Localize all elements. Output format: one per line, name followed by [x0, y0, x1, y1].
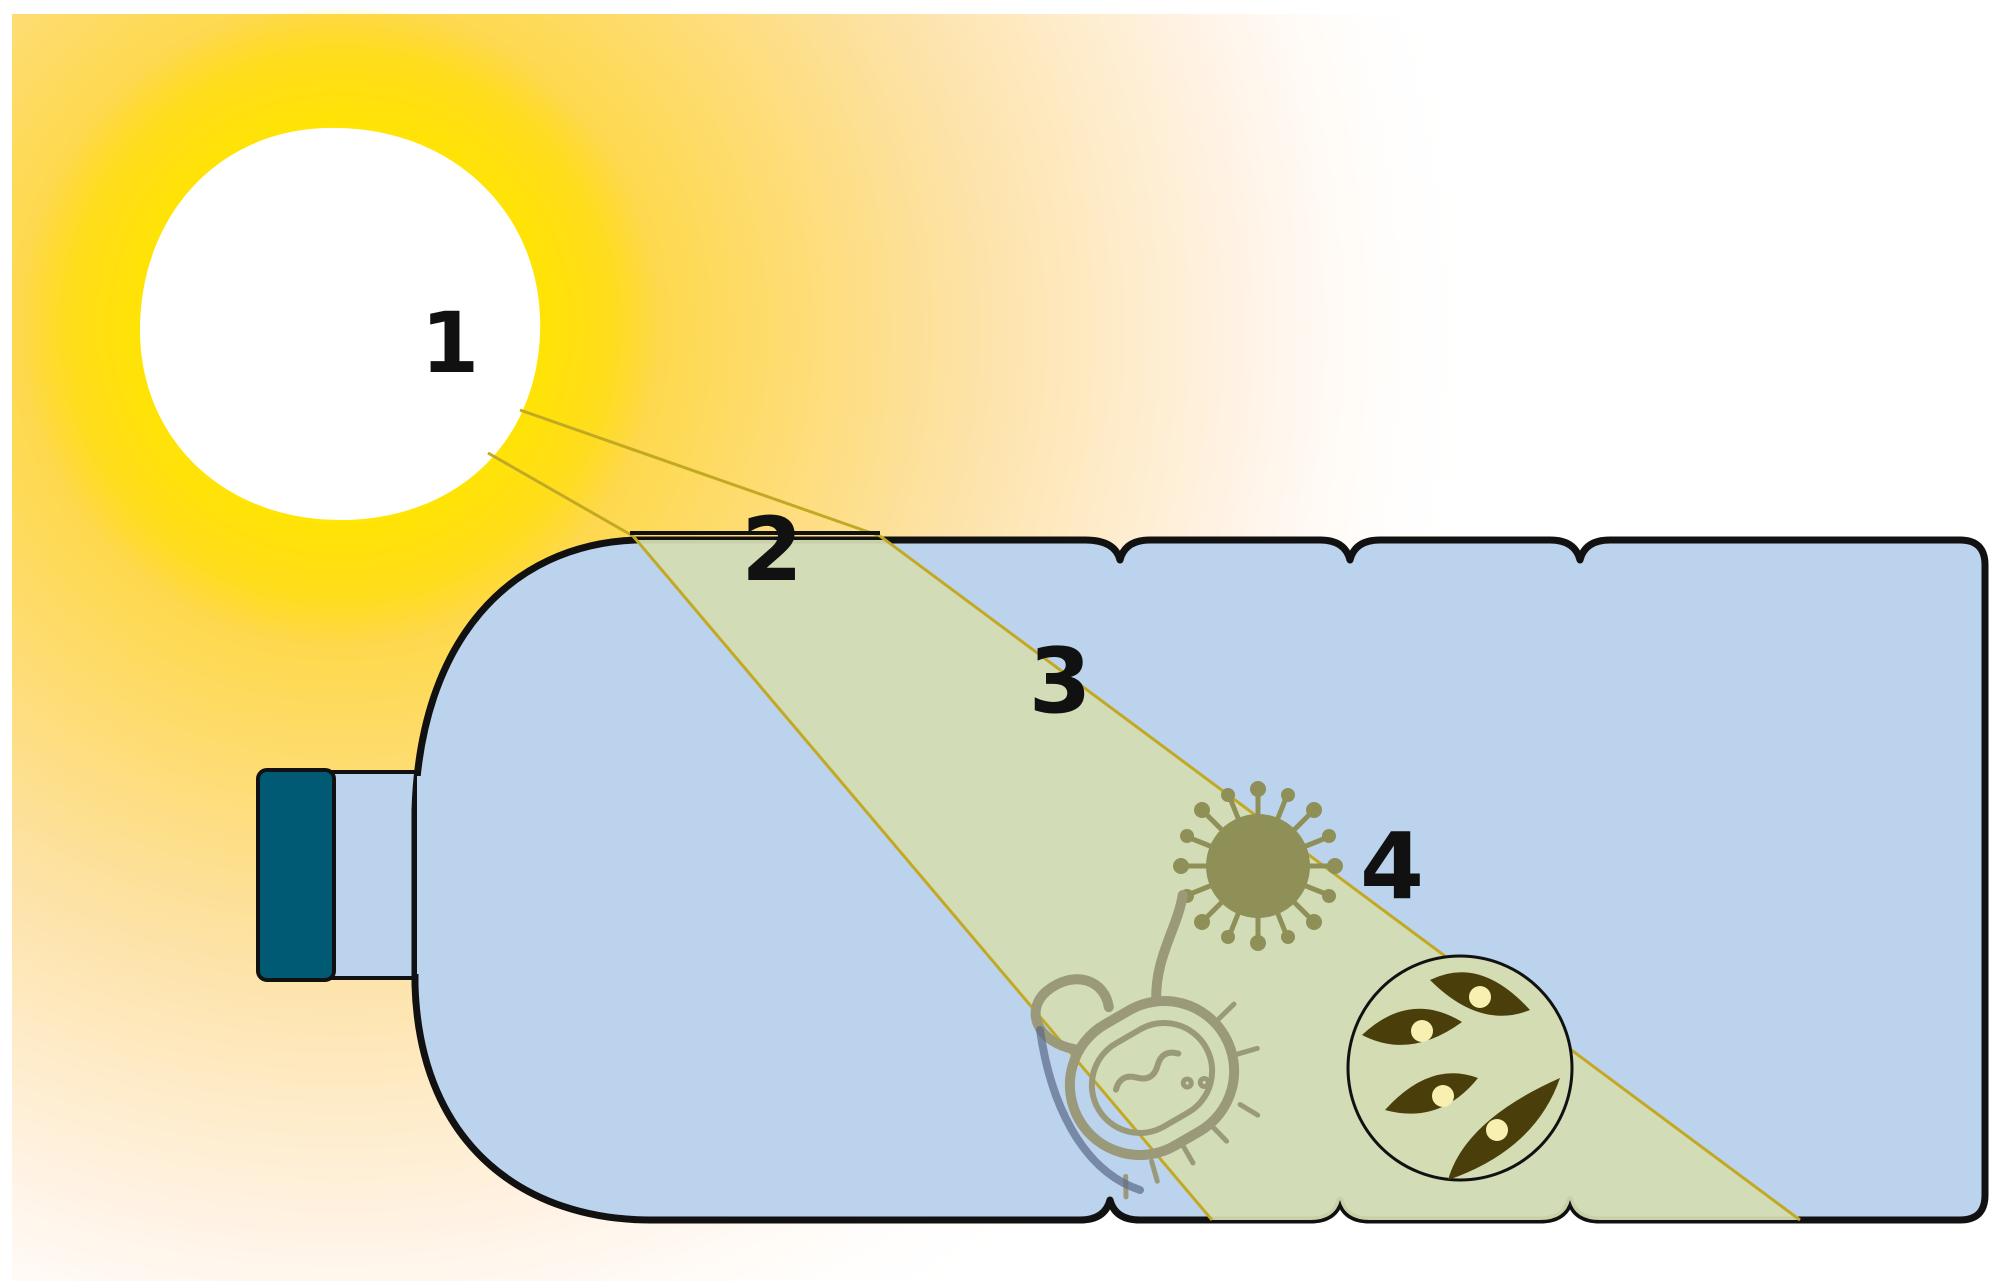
light-rays [487, 408, 1801, 1222]
parasite-cyst-icon [1346, 954, 1574, 1182]
cyst-dot-1 [1469, 986, 1491, 1008]
beam-edge-lower [631, 535, 1214, 1221]
bottle-neck [328, 770, 422, 980]
bacterium-shadow [1036, 1026, 1144, 1194]
virus-icon [1173, 781, 1343, 951]
leaf-left-lower [1385, 1073, 1478, 1114]
sun-core [140, 127, 541, 521]
bottle-cap-icon [256, 768, 336, 982]
step-3-label: 3 [1029, 629, 1092, 734]
ray-lower [487, 451, 634, 538]
bacterium-icon [1030, 890, 1261, 1200]
bacterium-flagellum [1030, 974, 1114, 1055]
virus-body [1206, 814, 1310, 918]
bacterium-body [1064, 996, 1240, 1160]
cyst-dot-4 [1486, 1119, 1508, 1141]
step-2-label: 2 [741, 498, 802, 601]
cyst-dot-3 [1432, 1085, 1454, 1107]
sun-icon [20, 5, 660, 645]
bacterium-flagellum-2 [1151, 890, 1188, 1005]
bacterium-inner [1088, 1020, 1216, 1136]
step-1-label: 1 [421, 294, 479, 392]
cyst-dot-2 [1411, 1020, 1433, 1042]
bacterium-dna [1112, 1049, 1182, 1093]
step-4-label: 4 [1360, 813, 1424, 920]
beam-edge-upper [879, 534, 1801, 1222]
ray-upper [519, 408, 881, 538]
